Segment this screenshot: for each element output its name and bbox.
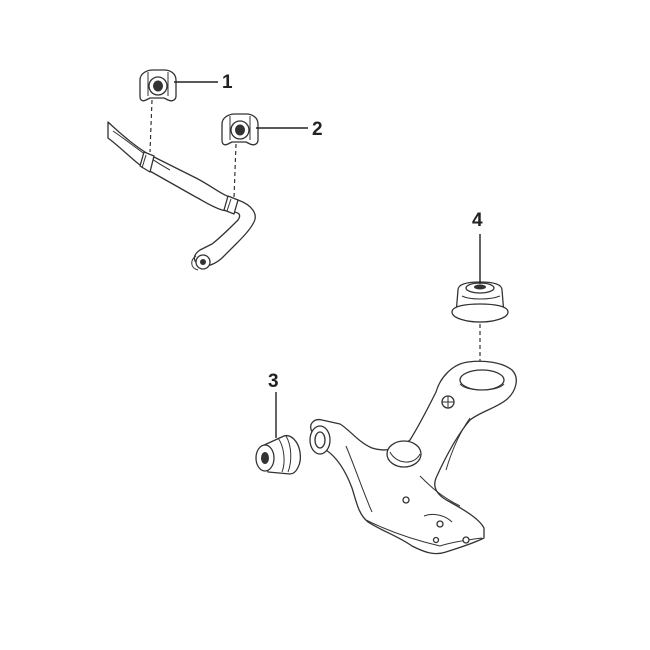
control-arm-front-bushing-3 (255, 434, 302, 475)
callout-2: 2 (312, 119, 323, 140)
stabilizer-bushing-1 (139, 69, 177, 102)
lower-control-arm (309, 360, 517, 555)
guide-line-2 (233, 143, 237, 199)
stabilizer-bushing-2 (221, 113, 259, 146)
control-arm-rear-bushing-4 (451, 281, 509, 323)
guide-line-1 (149, 99, 153, 153)
stabilizer-bar (107, 121, 256, 271)
callout-3: 3 (268, 371, 279, 392)
callout-1: 1 (222, 72, 233, 93)
callout-4: 4 (472, 210, 483, 231)
